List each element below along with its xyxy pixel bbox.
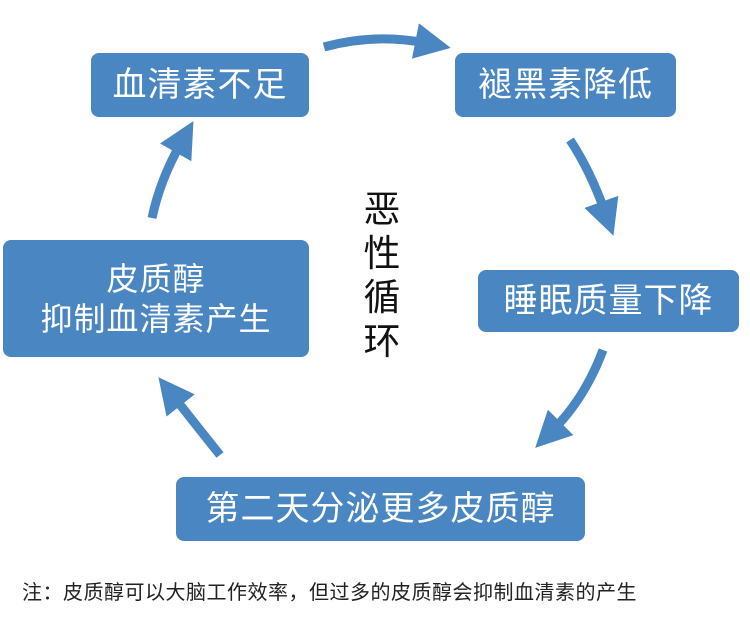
arrow-top bbox=[322, 23, 451, 59]
node-cortisol-inhibits-serotonin: 皮质醇 抑制血清素产生 bbox=[3, 240, 309, 357]
arrow-upper-left bbox=[147, 121, 194, 219]
node-label: 血清素不足 bbox=[112, 64, 288, 105]
center-char: 环 bbox=[363, 320, 401, 363]
node-serotonin-deficiency: 血清素不足 bbox=[91, 53, 309, 117]
footnote: 注：皮质醇可以大脑工作效率，但过多的皮质醇会抑制血清素的产生 bbox=[22, 580, 637, 604]
node-label: 褪黑素降低 bbox=[478, 64, 653, 105]
arrow-upper-right bbox=[566, 137, 619, 236]
arrow-lower-right bbox=[535, 348, 608, 448]
arrow-lower-left bbox=[158, 377, 224, 458]
center-char: 性 bbox=[363, 232, 401, 275]
node-label: 睡眠质量下降 bbox=[503, 280, 714, 321]
vicious-cycle-label: 恶 性 循 环 bbox=[362, 188, 402, 364]
center-char: 恶 bbox=[363, 188, 401, 231]
node-more-cortisol: 第二天分泌更多皮质醇 bbox=[176, 477, 585, 541]
node-sleep-quality-decline: 睡眠质量下降 bbox=[478, 270, 739, 332]
node-label: 第二天分泌更多皮质醇 bbox=[205, 488, 556, 529]
node-melatonin-decrease: 褪黑素降低 bbox=[455, 53, 676, 117]
node-label-line-2: 抑制血清素产生 bbox=[40, 299, 272, 338]
node-label-line-1: 皮质醇 bbox=[106, 259, 206, 298]
center-char: 循 bbox=[363, 276, 401, 319]
